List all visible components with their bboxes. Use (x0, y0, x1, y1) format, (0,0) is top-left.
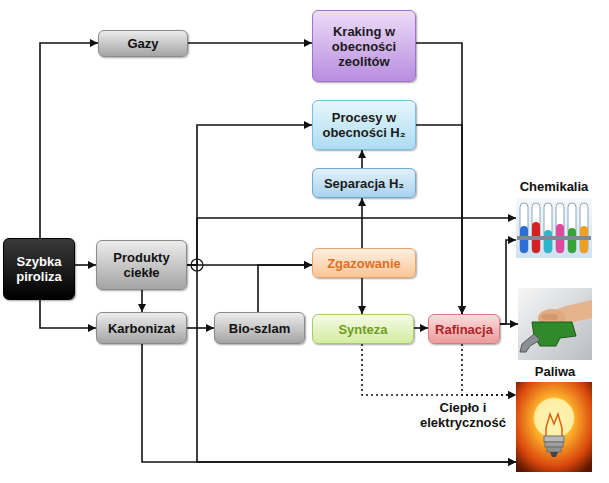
node-label: Procesy w obecności H₂ (317, 110, 411, 140)
node-label: Bio-szlam (219, 321, 300, 336)
output-image: Ciepło i elektryczność (516, 382, 592, 472)
fuel-nozzle (532, 322, 576, 346)
test-tube (568, 203, 576, 253)
test-tube (580, 203, 588, 253)
flow-arrow (187, 125, 312, 265)
picture-ground (518, 288, 592, 360)
fuel-picture (518, 288, 592, 360)
bulb-filament (546, 414, 562, 436)
nozzle-spout (520, 334, 540, 352)
dotted-arrow (462, 344, 516, 395)
flow-arrow (361, 278, 363, 314)
flow-arrow (141, 290, 143, 312)
picture-ground (516, 198, 592, 258)
bulb-base (544, 436, 564, 442)
test-tube (532, 203, 540, 253)
bulb-base (547, 447, 561, 452)
node-label: Karbonizat (101, 321, 182, 336)
output-heading: Ciepło i elektryczność (414, 400, 512, 430)
flow-arrow (188, 42, 312, 44)
flow-arrow (40, 43, 98, 238)
process-box: Zgazowanie (312, 248, 416, 278)
process-box: Produkty ciekłe (96, 240, 187, 290)
output-heading: Chemikalia (508, 179, 600, 194)
tube-rack (517, 236, 591, 240)
flow-arrow (258, 265, 312, 312)
process-box: Synteza (312, 314, 414, 344)
node-label: Kraking w obecności zeolitów (317, 24, 411, 69)
node-label: Szybka piroliza (8, 254, 70, 284)
process-box: Separacja H₂ (312, 168, 416, 198)
tube-liquid (544, 230, 552, 253)
flow-arrow (187, 327, 214, 329)
node-label: Produkty ciekłe (101, 250, 182, 280)
output-heading: Paliwa (510, 364, 600, 379)
source-box: Szybka piroliza (3, 238, 75, 300)
flow-arrow (361, 150, 363, 168)
node-label: Synteza (317, 322, 409, 337)
process-box: Rafinacja (428, 314, 500, 344)
bulb-picture (516, 382, 592, 472)
test-tube (520, 203, 528, 253)
output-image: Chemikalia (516, 198, 592, 258)
process-box: Karbonizat (96, 312, 187, 344)
bulb-tip (550, 452, 558, 457)
node-label: Gazy (103, 36, 183, 51)
node-label: Zgazowanie (317, 256, 411, 271)
flow-arrow (416, 43, 462, 314)
process-box: Procesy w obecności H₂ (312, 100, 416, 150)
node-label: Rafinacja (433, 322, 495, 337)
output-image: Paliwa (518, 288, 592, 360)
bulb-base (545, 442, 563, 447)
flow-arrow (40, 300, 96, 328)
chemicals-picture (516, 198, 592, 258)
process-box: Kraking w obecności zeolitów (312, 10, 416, 82)
process-box: Bio-szlam (214, 312, 305, 344)
node-label: Separacja H₂ (317, 176, 411, 191)
flow-arrow (361, 198, 363, 248)
flow-arrow (500, 323, 518, 325)
process-box: Gazy (98, 30, 188, 57)
test-tube (556, 203, 564, 253)
tube-liquid (568, 228, 576, 253)
flow-arrow (416, 125, 462, 314)
picture-ground (516, 382, 592, 472)
flow-arrow (500, 240, 516, 324)
flow-arrow (187, 265, 516, 462)
test-tube (544, 203, 552, 253)
flow-arrow (414, 327, 428, 329)
flow-arrow (75, 264, 96, 266)
dotted-arrow (362, 344, 516, 395)
finger-shape (542, 314, 558, 320)
flow-arrow (142, 344, 516, 462)
bulb-glass (534, 398, 574, 438)
